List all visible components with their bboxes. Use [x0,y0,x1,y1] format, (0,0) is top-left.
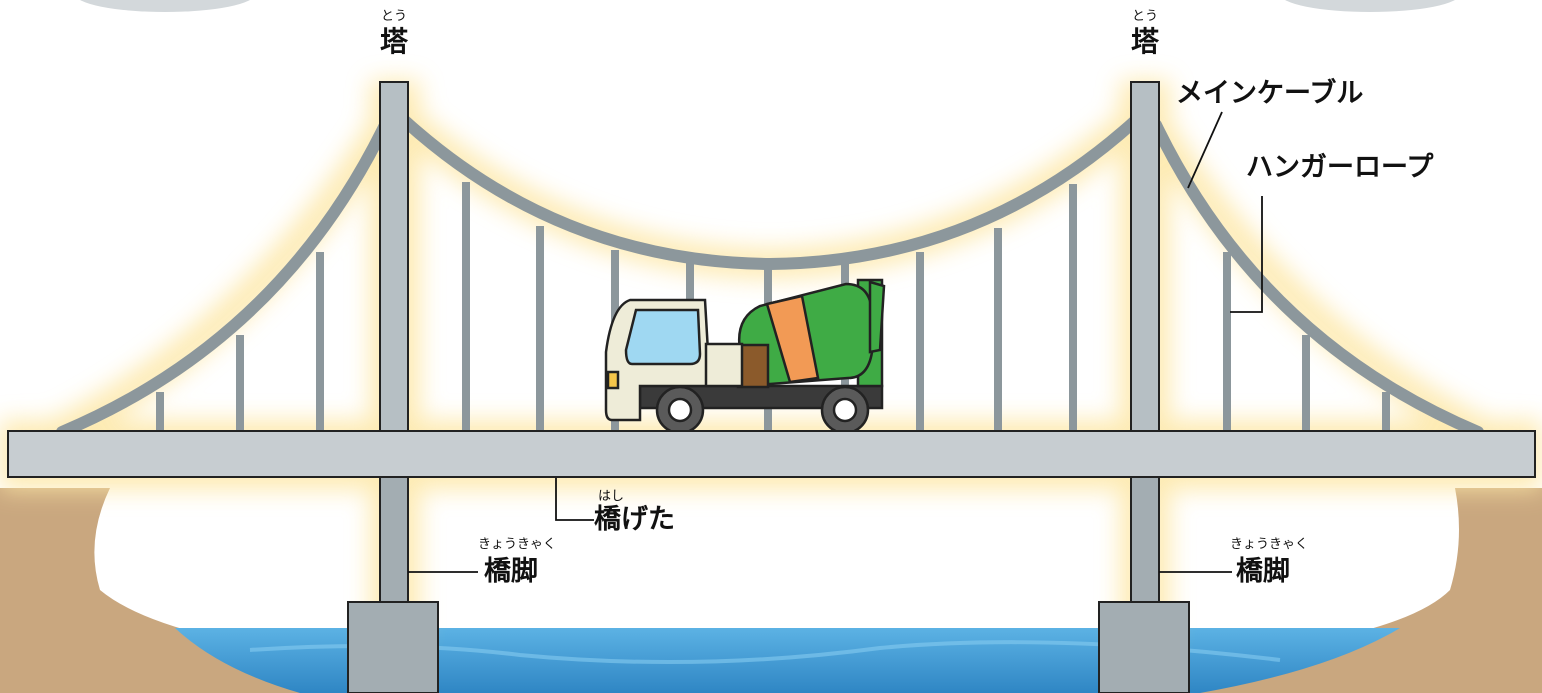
mixer-truck [604,278,886,435]
tower-left-label: 塔 [380,25,409,58]
cloud-left [80,0,250,12]
tower-right [1130,81,1160,435]
hanger-rope-label: ハンガーロープ [1246,152,1434,183]
pier-right-label: 橋脚 [1236,556,1290,587]
pier-left-ruby: きょうきゃく [477,537,556,552]
tower-right-ruby: とう [1131,9,1158,24]
main-cable-label: メインケーブル [1176,78,1364,109]
main-cable [56,114,1484,438]
cloud-right [1285,0,1455,12]
pier-left-label: 橋脚 [484,556,538,587]
pier-left [347,469,439,693]
girder-ruby: はし [597,489,624,504]
ground-banks [0,488,1542,693]
pier-right [1098,469,1190,693]
girder-label: 橋げた [594,504,675,535]
tower-left [379,81,409,435]
tower-right-label: 塔 [1131,25,1160,58]
leader-lines [408,111,1263,573]
girder-deck [7,430,1536,478]
tower-left-ruby: とう [380,9,407,24]
pier-right-ruby: きょうきゃく [1229,537,1308,552]
